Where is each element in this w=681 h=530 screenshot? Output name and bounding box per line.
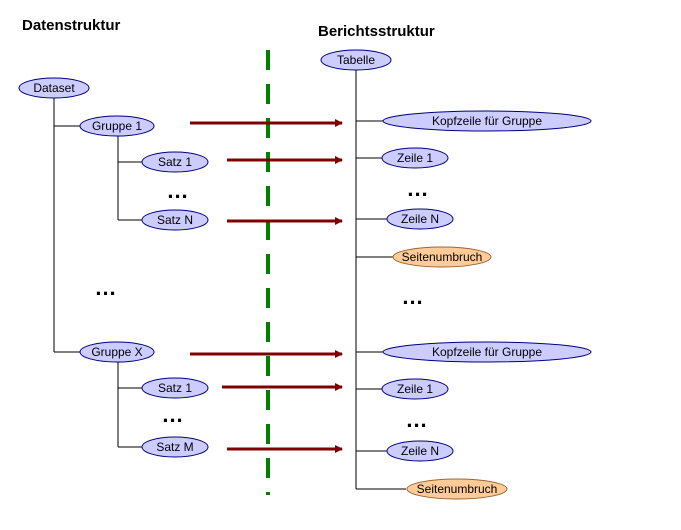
node-group-x-record-m-label: Satz M — [156, 440, 193, 454]
node-group-1-label: Gruppe 1 — [92, 119, 142, 133]
node-group-x-record-1-label: Satz 1 — [158, 381, 192, 395]
ellipsis-sections: ... — [402, 284, 423, 309]
node-row-na-label: Zeile N — [401, 212, 439, 226]
node-row-1b-label: Zeile 1 — [397, 382, 433, 396]
node-group-1-record-1: Satz 1 — [141, 151, 209, 173]
node-row-na: Zeile N — [386, 208, 454, 230]
node-page-break-2: Seitenumbruch — [406, 478, 508, 500]
node-group-1: Gruppe 1 — [79, 115, 155, 137]
node-dataset: Dataset — [18, 77, 90, 99]
node-row-nb: Zeile N — [386, 440, 454, 462]
data-tree-connectors — [53, 98, 148, 448]
node-page-break-1: Seitenumbruch — [392, 246, 492, 268]
node-row-nb-label: Zeile N — [401, 444, 439, 458]
ellipsis-group-1-records: ... — [167, 178, 188, 203]
node-row-1a-label: Zeile 1 — [397, 151, 433, 165]
node-group-x-record-m: Satz M — [141, 436, 209, 458]
node-group-1-record-n-label: Satz N — [157, 213, 193, 227]
report-tree-connectors — [355, 70, 406, 490]
node-row-1a: Zeile 1 — [381, 147, 449, 169]
node-dataset-label: Dataset — [33, 81, 75, 95]
ellipsis-section-2-rows: ... — [406, 407, 427, 432]
node-table: Tabelle — [320, 49, 392, 71]
node-group-header-2: Kopfzeile für Gruppe — [382, 341, 592, 363]
node-group-1-record-n: Satz N — [141, 209, 209, 231]
node-group-header-1-label: Kopfzeile für Gruppe — [432, 114, 542, 128]
node-row-1b: Zeile 1 — [381, 378, 449, 400]
mapping-arrows — [190, 119, 343, 453]
ellipsis-group-x-records: ... — [162, 402, 183, 427]
heading-report-structure: Berichtsstruktur — [318, 23, 435, 40]
node-page-break-2-label: Seitenumbruch — [417, 482, 498, 496]
node-table-label: Tabelle — [337, 53, 375, 67]
ellipsis-groups: ... — [95, 275, 116, 300]
node-group-1-record-1-label: Satz 1 — [158, 155, 192, 169]
node-group-x-label: Gruppe X — [91, 345, 142, 359]
node-page-break-1-label: Seitenumbruch — [402, 250, 483, 264]
node-group-header-1: Kopfzeile für Gruppe — [382, 110, 592, 132]
ellipsis-section-1-rows: ... — [407, 176, 428, 201]
heading-data-structure: Datenstruktur — [22, 17, 121, 34]
node-group-header-2-label: Kopfzeile für Gruppe — [432, 345, 542, 359]
node-group-x-record-1: Satz 1 — [141, 377, 209, 399]
node-group-x: Gruppe X — [79, 341, 155, 363]
